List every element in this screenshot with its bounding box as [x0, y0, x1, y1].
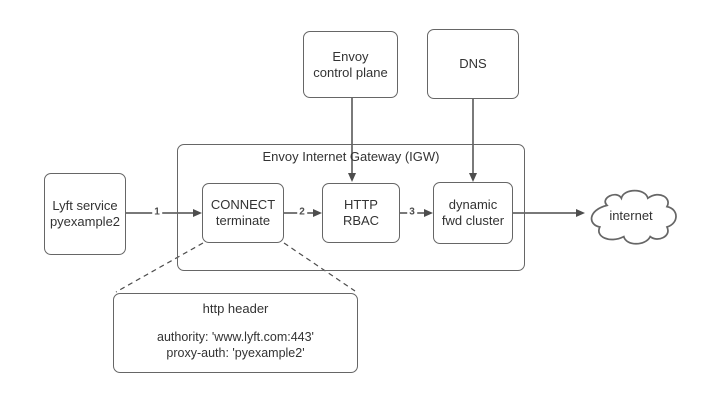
edge-label-2: 2 [297, 206, 307, 218]
cloud-icon [590, 189, 677, 245]
igw-container-title: Envoy Internet Gateway (IGW) [262, 149, 440, 164]
node-http-rbac: HTTP RBAC [322, 183, 400, 243]
node-envoy-control-plane-label: Envoy control plane [313, 48, 388, 80]
node-internet-label: internet [609, 207, 653, 223]
node-connect-terminate-label: CONNECT terminate [210, 197, 276, 228]
http-header-note-lines: authority: 'www.lyft.com:443' proxy-auth… [157, 330, 314, 361]
http-header-note-title: http header [202, 301, 269, 316]
igw-container: Envoy Internet Gateway (IGW) [177, 144, 525, 271]
dashed-callout-left [115, 242, 204, 293]
edge-label-1: 1 [152, 206, 162, 218]
node-envoy-control-plane: Envoy control plane [303, 31, 398, 98]
node-http-rbac-label: HTTP RBAC [342, 197, 380, 228]
node-dns-label: DNS [459, 56, 487, 72]
node-internet-cloud: internet [583, 180, 679, 250]
node-connect-terminate: CONNECT terminate [202, 183, 284, 243]
node-dns: DNS [427, 29, 519, 99]
edge-label-3: 3 [407, 206, 417, 218]
node-dynamic-fwd-cluster: dynamic fwd cluster [433, 182, 513, 244]
http-header-note: http header authority: 'www.lyft.com:443… [113, 293, 358, 373]
node-dynamic-fwd-cluster-label: dynamic fwd cluster [441, 197, 505, 228]
node-lyft-service: Lyft service pyexample2 [44, 173, 126, 255]
node-lyft-service-label: Lyft service pyexample2 [49, 198, 121, 229]
